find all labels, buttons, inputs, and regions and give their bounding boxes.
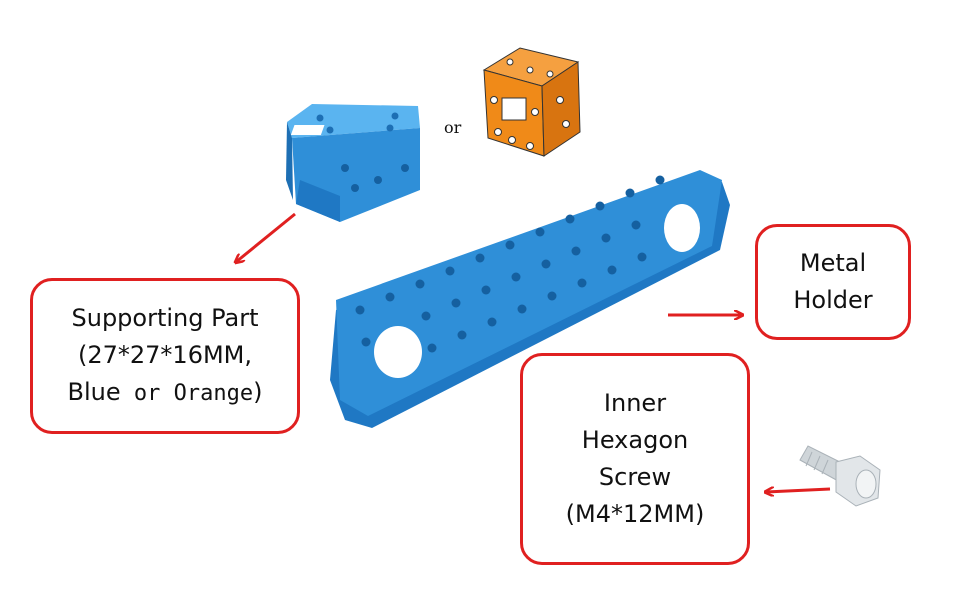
arrow-to-supporting-part bbox=[236, 212, 296, 262]
plate-hole bbox=[475, 253, 485, 263]
inner-screw-line4: (M4*12MM) bbox=[565, 500, 705, 528]
supporting-part-line2: (27*27*16MM, bbox=[77, 341, 253, 369]
plate-hole bbox=[637, 252, 647, 262]
or-label: or bbox=[444, 118, 462, 137]
inner-screw-line3: Screw bbox=[598, 463, 672, 491]
orange-supporting-part bbox=[482, 47, 581, 157]
hexagon-screw bbox=[799, 445, 881, 507]
supporting-part-close: ) bbox=[253, 378, 263, 406]
metal-holder-line2: Holder bbox=[793, 286, 873, 314]
metal-holder-label: Metal Holder bbox=[755, 224, 911, 340]
plate-hole bbox=[571, 246, 581, 256]
plate-hole bbox=[427, 343, 437, 353]
arrow-to-screw-label bbox=[766, 489, 831, 492]
metal-holder-plate bbox=[330, 170, 730, 428]
plate-hole bbox=[625, 188, 635, 198]
plate-hole bbox=[517, 304, 527, 314]
supporting-part-orange: Orange bbox=[173, 381, 254, 406]
plate-hole bbox=[415, 279, 425, 289]
inner-screw-line1: Inner bbox=[603, 389, 667, 417]
plate-hole bbox=[361, 337, 371, 347]
supporting-part-label: Supporting Part (27*27*16MM, Blue or Ora… bbox=[30, 278, 300, 434]
plate-hole bbox=[457, 330, 467, 340]
supporting-part-line1: Supporting Part bbox=[71, 304, 259, 332]
plate-hole bbox=[577, 278, 587, 288]
plate-hole bbox=[595, 201, 605, 211]
plate-hole bbox=[631, 220, 641, 230]
inner-screw-line2: Hexagon bbox=[581, 426, 689, 454]
plate-hole bbox=[445, 266, 455, 276]
plate-hole bbox=[511, 272, 521, 282]
plate-hole bbox=[385, 292, 395, 302]
plate-hole bbox=[601, 233, 611, 243]
metal-holder-line1: Metal bbox=[799, 249, 867, 277]
plate-hole bbox=[655, 175, 665, 185]
plate-hole bbox=[451, 298, 461, 308]
plate-hole bbox=[541, 259, 551, 269]
plate-hole bbox=[355, 305, 365, 315]
plate-hole bbox=[547, 291, 557, 301]
blue-supporting-part bbox=[286, 104, 420, 222]
plate-hole bbox=[565, 214, 575, 224]
inner-screw-label: Inner Hexagon Screw (M4*12MM) bbox=[520, 353, 750, 565]
plate-hole bbox=[505, 240, 515, 250]
plate-hole bbox=[535, 227, 545, 237]
plate-hole bbox=[481, 285, 491, 295]
supporting-part-blue: Blue bbox=[67, 378, 121, 406]
supporting-part-or: or bbox=[120, 381, 174, 406]
plate-hole bbox=[487, 317, 497, 327]
supporting-part-line3: Blue or Orange) bbox=[68, 374, 263, 412]
plate-hole bbox=[607, 265, 617, 275]
plate-hole bbox=[421, 311, 431, 321]
